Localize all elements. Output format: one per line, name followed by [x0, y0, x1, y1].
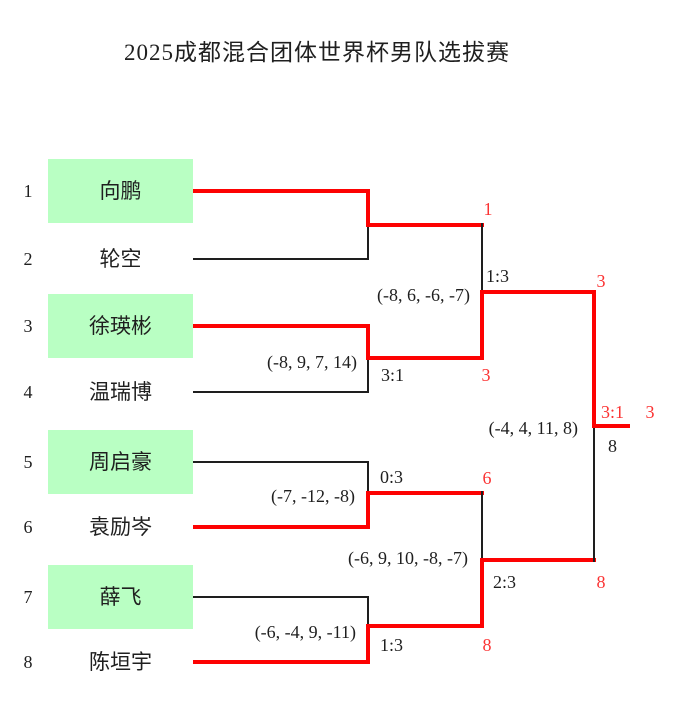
player-line-6	[193, 525, 368, 529]
player-line-7	[193, 596, 368, 598]
final-loser-connector	[593, 426, 595, 562]
player-line-8	[193, 660, 368, 664]
player-name-4: 温瑞博	[89, 380, 152, 404]
seed-1: 1	[23, 181, 33, 201]
player-name-6: 袁励岑	[89, 515, 152, 539]
semifinal1-set-scores: (-8, 6, -6, -7)	[377, 285, 470, 305]
final-winner-connector	[592, 290, 596, 428]
match34-set-scores: (-8, 9, 7, 14)	[267, 352, 357, 372]
semifinal1-game-score: 1:3	[486, 266, 510, 286]
final-runnerup-seed: 8	[608, 436, 617, 456]
match78-game-score: 1:3	[380, 635, 404, 655]
match34-loser-connector	[367, 358, 369, 393]
seed-4: 4	[23, 382, 33, 402]
match56-winner-connector	[366, 491, 370, 529]
seed-6: 6	[23, 517, 33, 537]
semifinal2-winner-line	[480, 558, 596, 562]
semifinal2-winner-connector	[480, 558, 484, 628]
match56-winner-line	[366, 491, 484, 495]
semifinal2-loser-connector	[481, 491, 483, 560]
player-name-3: 徐瑛彬	[89, 314, 152, 338]
player-name-5: 周启豪	[89, 450, 152, 474]
seed-3: 3	[23, 316, 33, 336]
match12-loser-connector	[367, 225, 369, 260]
player-name-8: 陈垣宇	[89, 650, 152, 674]
match34-game-score: 3:1	[381, 365, 405, 385]
semifinal1-loser-connector	[481, 223, 483, 292]
match12-winner-seed: 1	[483, 199, 493, 219]
player-line-3	[193, 324, 368, 328]
final-game-score: 3:1	[601, 402, 625, 422]
player-name-1: 向鹏	[99, 179, 142, 203]
final-winner-seed: 3	[645, 402, 655, 422]
match56-loser-connector	[367, 461, 369, 493]
semifinal2-set-scores: (-6, 9, 10, -8, -7)	[348, 548, 468, 568]
semifinal1-winner-connector	[480, 290, 484, 360]
player-name-7: 薛飞	[99, 585, 142, 609]
player-line-5	[193, 461, 368, 463]
player-box-5	[48, 430, 193, 494]
match78-winner-seed: 8	[482, 635, 492, 655]
page-title: 2025成都混合团体世界杯男队选拔赛	[124, 40, 510, 65]
match56-winner-seed: 6	[482, 468, 492, 488]
player-box-7	[48, 565, 193, 629]
match34-winner-line	[366, 356, 484, 360]
match78-winner-line	[366, 624, 484, 628]
player-line-1	[193, 189, 368, 193]
match56-set-scores: (-7, -12, -8)	[271, 486, 355, 506]
player-line-4	[193, 391, 368, 393]
match12-winner-connector	[366, 189, 370, 227]
match12-winner-line	[366, 223, 484, 227]
seed-8: 8	[23, 652, 33, 672]
match34-winner-connector	[366, 324, 370, 360]
player-box-3	[48, 294, 193, 358]
seed-7: 7	[23, 587, 33, 607]
match34-winner-seed: 3	[481, 365, 491, 385]
semifinal2-winner-seed: 8	[596, 572, 606, 592]
player-box-1	[48, 159, 193, 223]
match78-loser-connector	[367, 596, 369, 627]
semifinal1-winner-line	[480, 290, 596, 294]
seed-5: 5	[23, 452, 33, 472]
final-set-scores: (-4, 4, 11, 8)	[488, 418, 578, 438]
player-name-2: 轮空	[99, 247, 142, 271]
semifinal2-game-score: 2:3	[493, 572, 517, 592]
match78-winner-connector	[366, 624, 370, 664]
match78-set-scores: (-6, -4, 9, -11)	[254, 622, 356, 642]
semifinal1-winner-seed: 3	[596, 271, 606, 291]
final-winner-line	[592, 424, 630, 428]
player-line-2	[193, 258, 368, 260]
match56-game-score: 0:3	[380, 467, 404, 487]
seed-2: 2	[23, 249, 33, 269]
